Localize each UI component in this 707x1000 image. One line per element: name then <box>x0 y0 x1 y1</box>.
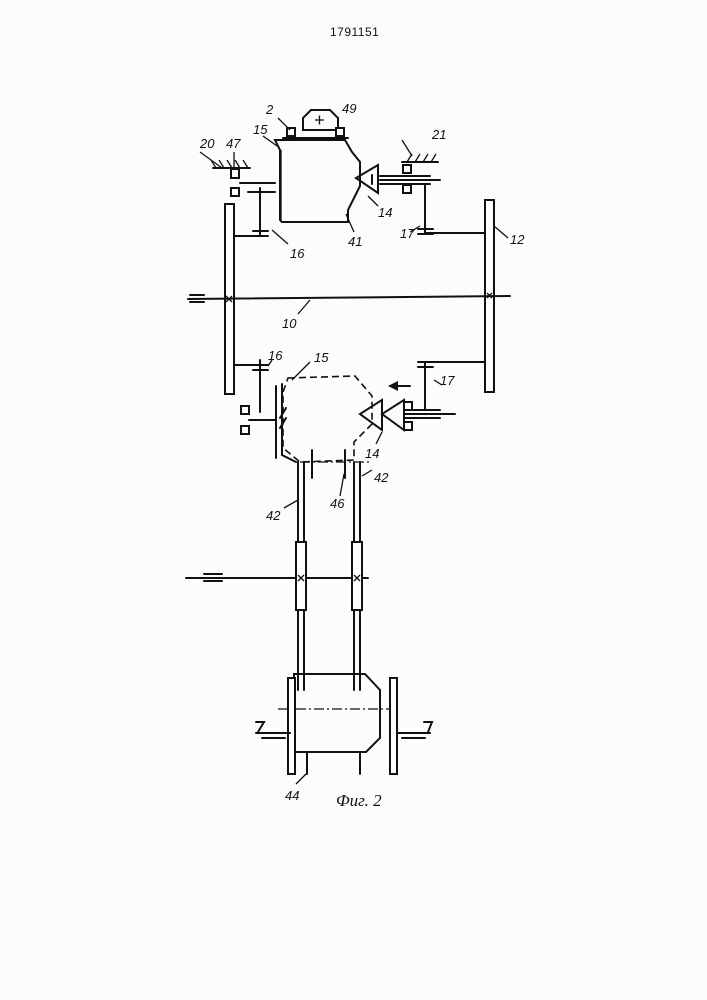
label-2: 2 <box>265 102 274 117</box>
housing-mid <box>283 376 372 462</box>
fixed-support-21 <box>402 154 438 162</box>
label-42-left: 42 <box>266 508 281 523</box>
label-16-top: 16 <box>290 246 305 261</box>
document-number: 1791151 <box>330 25 379 39</box>
main-shaft-10 <box>188 293 510 302</box>
flange-left <box>288 678 295 774</box>
brake-block-mid-right-upper <box>404 402 412 410</box>
label-21: 21 <box>431 127 446 142</box>
label-15-top: 15 <box>253 122 268 137</box>
housing-41 <box>275 140 360 222</box>
label-44: 44 <box>285 788 299 803</box>
label-14-mid: 14 <box>365 446 379 461</box>
label-46: 46 <box>330 496 345 511</box>
label-14-top: 14 <box>378 205 392 220</box>
brake-block-mid-right-lower <box>404 422 412 430</box>
label-17-top: 17 <box>400 226 415 241</box>
label-42-right: 42 <box>374 470 389 485</box>
motor-49 <box>283 110 348 138</box>
label-12: 12 <box>510 232 525 247</box>
brake-block-right-upper <box>403 165 411 173</box>
label-17-mid: 17 <box>440 373 455 388</box>
rotation-symbol-left <box>256 722 264 732</box>
rotation-symbol-right <box>424 722 432 732</box>
label-41: 41 <box>348 234 362 249</box>
label-15-mid: 15 <box>314 350 329 365</box>
label-16-mid: 16 <box>268 348 283 363</box>
brake-block-lower <box>231 188 239 196</box>
drum-44 <box>294 674 380 752</box>
label-49: 49 <box>342 101 356 116</box>
figure-caption: Фиг. 2 <box>336 791 382 810</box>
direction-arrow <box>388 381 410 391</box>
gear-17-mid <box>418 362 433 410</box>
label-10: 10 <box>282 316 297 331</box>
brake-block-mid-upper <box>241 406 249 414</box>
label-20: 20 <box>199 136 215 151</box>
label-47: 47 <box>226 136 241 151</box>
gear-16-top <box>253 188 268 236</box>
output-shaft-bottom <box>256 733 430 738</box>
intermediate-shaft <box>186 542 368 610</box>
brake-block-right-lower <box>403 185 411 193</box>
flange-right <box>390 678 397 774</box>
brake-block-47 <box>231 169 239 178</box>
gear-16-mid <box>253 360 268 412</box>
brake-block-mid-lower <box>241 426 249 434</box>
